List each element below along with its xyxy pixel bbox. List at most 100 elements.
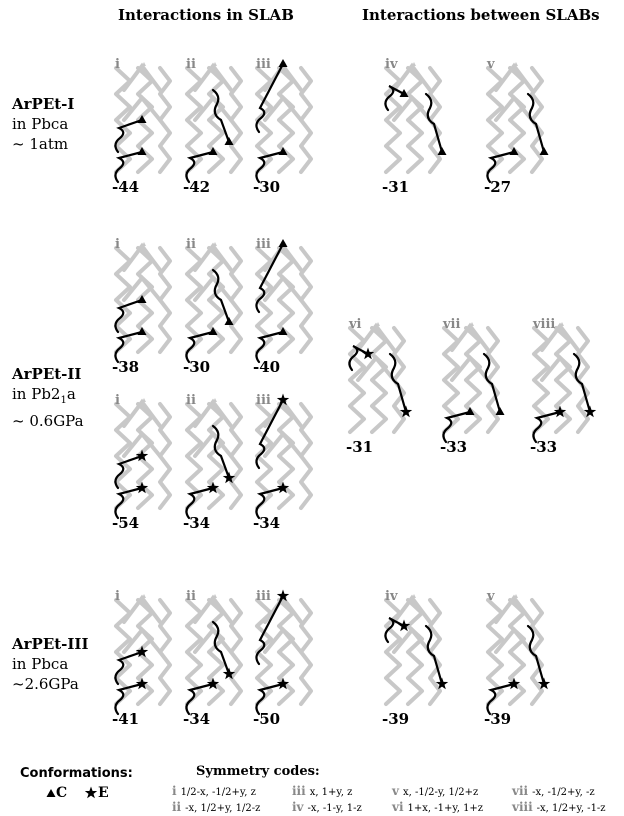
- symmetry-value: 1+x, -1+y, 1+z: [407, 803, 484, 814]
- interaction-energy: -54: [112, 514, 140, 532]
- interaction-energy: -39: [484, 710, 512, 728]
- phase-name: ArPEt-III: [12, 635, 89, 653]
- panel-roman-label: iii: [256, 237, 271, 252]
- molecule-chain-drawing: [255, 393, 313, 520]
- molecule-chain-drawing: [486, 594, 551, 716]
- molecule-chain-drawing: [532, 322, 597, 444]
- interaction-panel: ii-30: [183, 237, 243, 376]
- space-group-suffix: a: [66, 385, 76, 403]
- molecule-chain-drawing: [185, 242, 243, 364]
- interaction-energy: -38: [112, 358, 140, 376]
- interaction-panel: i-54: [112, 393, 172, 532]
- interaction-panel: i -38: [112, 237, 172, 376]
- interaction-panel: ii-34: [183, 589, 243, 728]
- phase-name: ArPEt-II: [12, 365, 82, 383]
- interaction-panel: vi-31: [346, 317, 413, 456]
- interaction-panel: vii -33: [440, 317, 505, 456]
- phase-label-2: ArPEt-II in Pb21a ~ 0.6GPa: [12, 364, 84, 431]
- molecule-chain-drawing: [114, 594, 172, 716]
- symmetry-value: x, -1/2-y, 1/2+z: [402, 787, 479, 798]
- interaction-panel: v -27: [484, 57, 549, 196]
- interaction-energy: -34: [183, 514, 211, 532]
- molecule-chain-drawing: [255, 59, 313, 184]
- molecule-chain-drawing: [255, 239, 313, 364]
- molecule-chain-drawing: [185, 594, 243, 716]
- conformations-title: Conformations:: [20, 766, 133, 781]
- triangle-marker-icon: [46, 789, 56, 797]
- phase-space-group: in Pbca: [12, 655, 69, 673]
- panel-roman-label: i: [115, 57, 120, 72]
- interaction-panel: ii -34: [183, 393, 243, 532]
- molecule-chain-drawing: [255, 589, 313, 716]
- symmetry-code-iv: iv-x, -1-y, 1-z: [292, 800, 362, 814]
- interaction-panel: iii-34: [253, 393, 313, 532]
- symmetry-value: x, 1+y, z: [309, 787, 353, 798]
- symmetry-roman: vi: [392, 800, 404, 814]
- symmetry-title: Symmetry codes:: [196, 764, 320, 779]
- interaction-energy: -34: [253, 514, 281, 532]
- conformations-legend: Conformations: C E: [20, 766, 133, 801]
- molecule-chain-drawing: [114, 398, 172, 520]
- interaction-energy: -30: [253, 178, 281, 196]
- panel-roman-label: viii: [533, 317, 556, 332]
- molecule-chain-drawing: [384, 594, 449, 706]
- molecule-chain-drawing: [442, 322, 505, 444]
- interaction-panel: iii-30: [253, 57, 313, 196]
- molecule-chain-drawing: [384, 62, 447, 174]
- panel-roman-label: vii: [443, 317, 461, 332]
- interaction-panel: iv-39: [382, 589, 449, 728]
- panel-roman-label: i: [115, 237, 120, 252]
- panel-roman-label: iv: [385, 57, 398, 72]
- symmetry-roman: v: [392, 784, 399, 798]
- interaction-panel: iv -31: [382, 57, 447, 196]
- interaction-energy: -31: [382, 178, 410, 196]
- molecule-chain-drawing: [486, 62, 549, 184]
- phase-label-1: ArPEt-I in Pbca ~ 1atm: [12, 94, 74, 154]
- symmetry-code-ii: ii-x, 1/2+y, 1/2-z: [172, 800, 260, 814]
- interaction-energy: -33: [530, 438, 558, 456]
- interaction-panel: i-41: [112, 589, 172, 728]
- phase-pressure: ~ 0.6GPa: [12, 412, 84, 430]
- symmetry-value: -x, 1/2+y, -1-z: [536, 803, 606, 814]
- panel-roman-label: v: [487, 589, 495, 604]
- interaction-energy: -33: [440, 438, 468, 456]
- panel-roman-label: ii: [186, 57, 196, 72]
- molecule-chain-drawing: [348, 322, 413, 434]
- phase-pressure: ~2.6GPa: [12, 675, 79, 693]
- panel-roman-label: ii: [186, 393, 196, 408]
- panel-roman-label: ii: [186, 237, 196, 252]
- interaction-energy: -44: [112, 178, 140, 196]
- space-group-subscript: 1: [60, 395, 67, 406]
- symmetry-code-vii: vii-x, -1/2+y, -z: [512, 784, 595, 798]
- space-group-prefix: in Pb2: [12, 385, 61, 403]
- symmetry-roman: vii: [512, 784, 529, 798]
- symmetry-roman: i: [172, 784, 177, 798]
- panel-roman-label: v: [487, 57, 495, 72]
- symmetry-value: -x, -1/2+y, -z: [532, 787, 595, 798]
- molecule-chain-drawing: [114, 62, 172, 184]
- symmetry-value: -x, -1-y, 1-z: [307, 803, 362, 814]
- conformation-e-label: E: [98, 785, 109, 801]
- header-in-slab: Interactions in SLAB: [118, 6, 294, 24]
- panel-roman-label: i: [115, 589, 120, 604]
- molecule-chain-drawing: [185, 62, 243, 184]
- interaction-panel: iii-40: [253, 237, 313, 376]
- panel-roman-label: ii: [186, 589, 196, 604]
- phase-name: ArPEt-I: [12, 95, 75, 113]
- interaction-panel: iii -50: [253, 589, 313, 728]
- conformation-c-label: C: [56, 785, 68, 801]
- symmetry-roman: iv: [292, 800, 304, 814]
- interaction-energy: -50: [253, 710, 281, 728]
- symmetry-value: -x, 1/2+y, 1/2-z: [185, 803, 261, 814]
- symmetry-code-viii: viii-x, 1/2+y, -1-z: [512, 800, 606, 814]
- interaction-panel: ii -42: [183, 57, 243, 196]
- header-between-slabs: Interactions between SLABs: [362, 6, 600, 24]
- panel-roman-label: iii: [256, 589, 271, 604]
- interaction-energy: -27: [484, 178, 512, 196]
- interaction-energy: -42: [183, 178, 211, 196]
- interaction-panel: i -44: [112, 57, 172, 196]
- symmetry-roman: iii: [292, 784, 306, 798]
